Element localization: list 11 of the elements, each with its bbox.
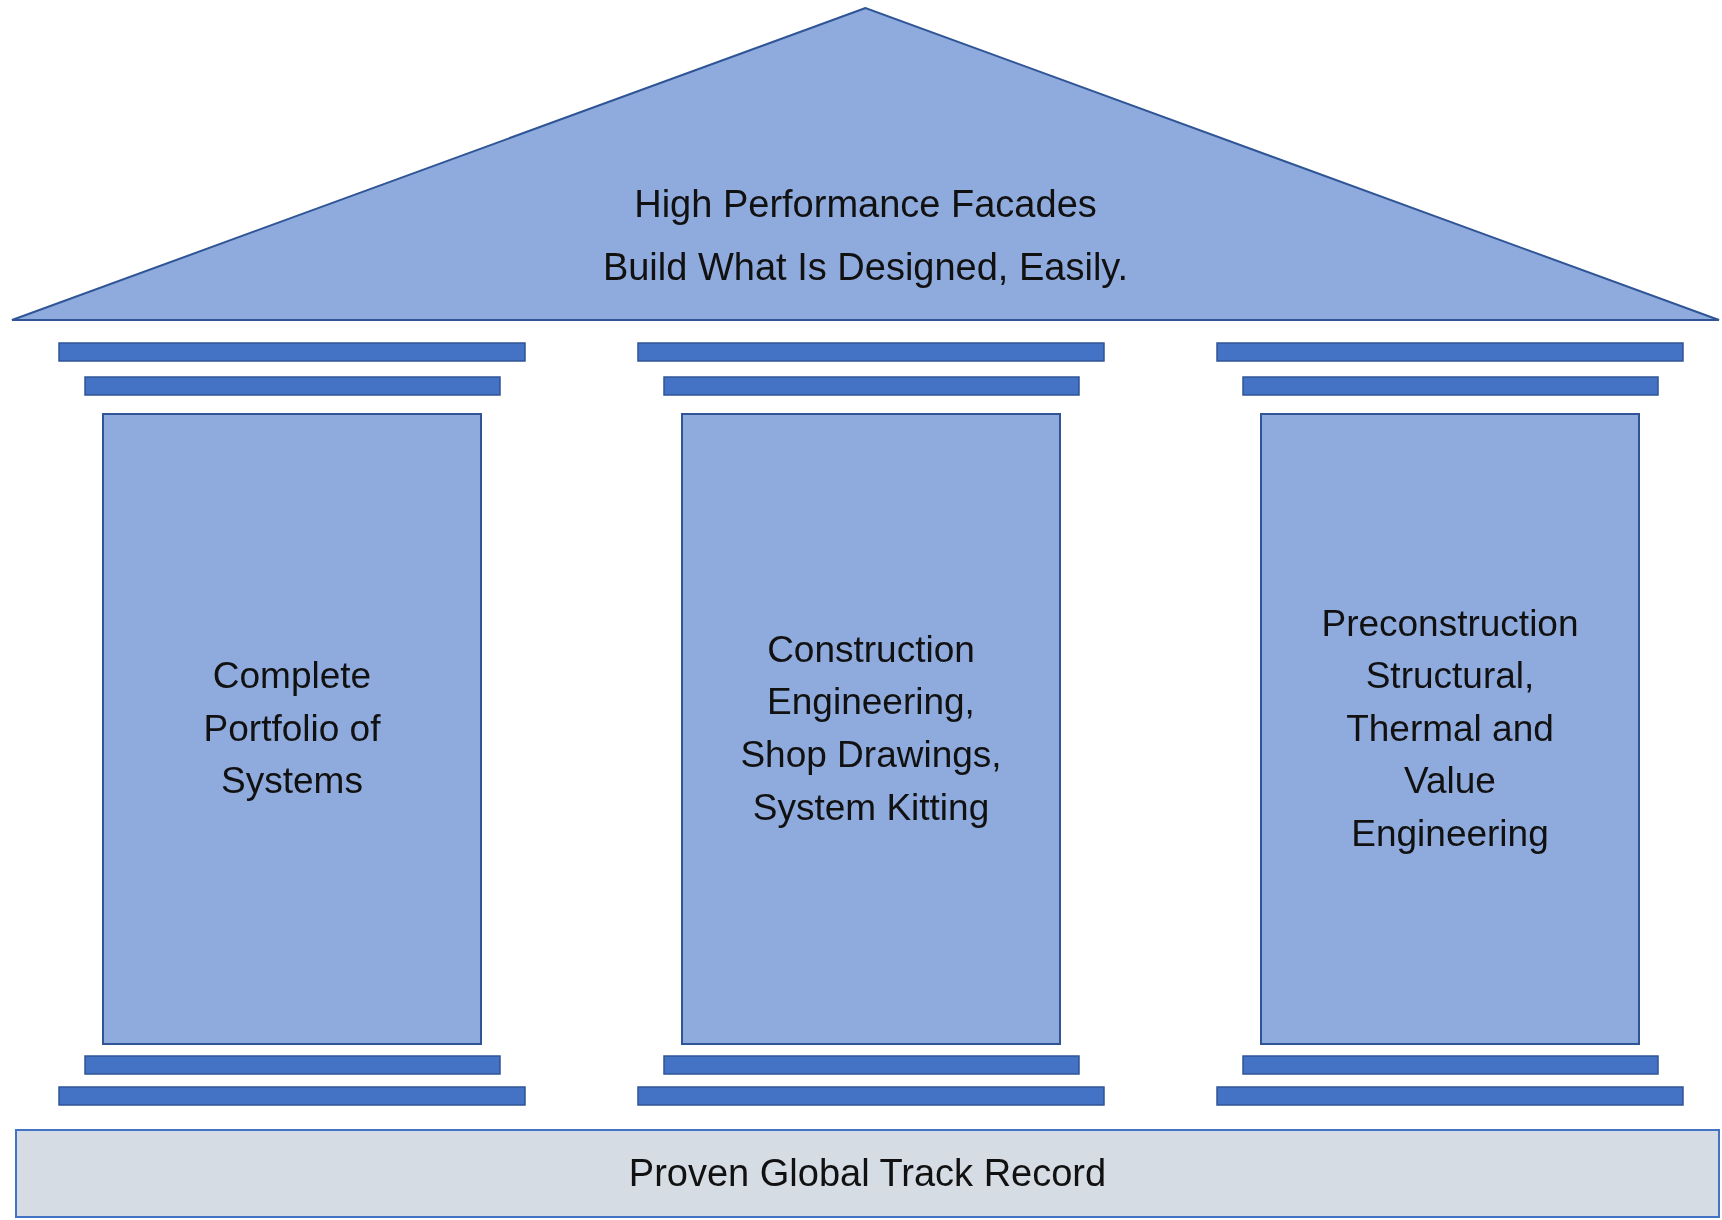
pillar-box xyxy=(681,413,1061,1045)
pillar-label: Construction Engineering, Shop Drawings, System Kitting xyxy=(739,627,1003,830)
pillar-box xyxy=(102,413,482,1045)
foundation-band xyxy=(15,1129,1720,1218)
pillar-box xyxy=(1260,413,1640,1045)
roof-tagline: Build What Is Designed, Easily. xyxy=(602,245,1129,290)
pillar-label: Preconstruction Structural, Thermal and Value Engineering xyxy=(1320,601,1580,856)
pillar-label: Complete Portfolio of Systems xyxy=(202,654,382,804)
foundation-label: Proven Global Track Record xyxy=(628,1151,1107,1196)
roof-heading: High Performance Facades xyxy=(634,182,1097,227)
roof-triangle xyxy=(11,7,1720,321)
